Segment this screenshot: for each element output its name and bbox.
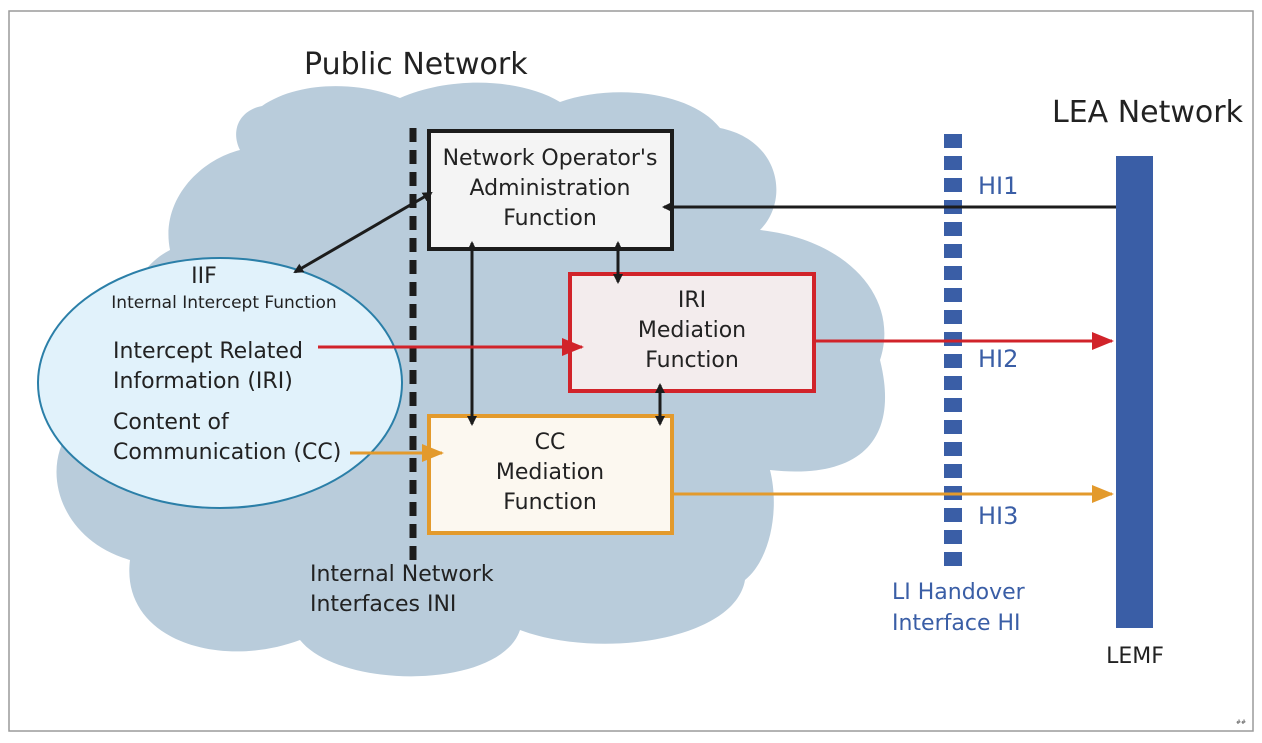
lemf-bar: [1116, 156, 1153, 628]
ini-label-line2: Interfaces INI: [310, 592, 456, 617]
lemf-label: LEMF: [1106, 644, 1164, 669]
hi-label-line2: Interface HI: [892, 611, 1021, 636]
iif-ellipse-group: IIF Internal Intercept Function Intercep…: [37, 257, 403, 509]
iif-title: IIF: [191, 264, 217, 289]
iif-cc-line1: Content of: [113, 410, 230, 435]
admin-function-box: Network Operator's Administration Functi…: [427, 129, 674, 251]
corner-mark: ##: [1236, 719, 1246, 726]
hi1-label: HI1: [978, 172, 1018, 200]
iif-iri-line1: Intercept Related: [113, 339, 303, 364]
cc-box-line3: Function: [503, 490, 597, 515]
lea-network-title: LEA Network: [1052, 95, 1244, 130]
iif-cc-line2: Communication (CC): [113, 440, 341, 465]
iri-box-line1: IRI: [678, 288, 706, 313]
cc-box-line1: CC: [535, 430, 566, 455]
iri-box-line2: Mediation: [638, 318, 746, 343]
hi2-label: HI2: [978, 345, 1018, 373]
admin-iif-arrow: [293, 191, 433, 274]
admin-box-line2: Administration: [470, 176, 631, 201]
admin-box-line1: Network Operator's: [443, 146, 658, 171]
iif-ellipse: [37, 257, 403, 509]
hi3-label: HI3: [978, 502, 1018, 530]
public-network-title: Public Network: [304, 47, 528, 82]
admin-box-line3: Function: [503, 206, 597, 231]
hi-label-line1: LI Handover: [892, 580, 1026, 605]
iri-box-line3: Function: [645, 348, 739, 373]
cc-box-line2: Mediation: [496, 460, 604, 485]
cc-mediation-box: CC Mediation Function: [427, 414, 674, 535]
iri-mediation-box: IRI Mediation Function: [568, 272, 816, 393]
iif-subtitle: Internal Intercept Function: [111, 293, 336, 313]
ini-label-line1: Internal Network: [310, 562, 494, 587]
iif-iri-line2: Information (IRI): [113, 369, 293, 394]
